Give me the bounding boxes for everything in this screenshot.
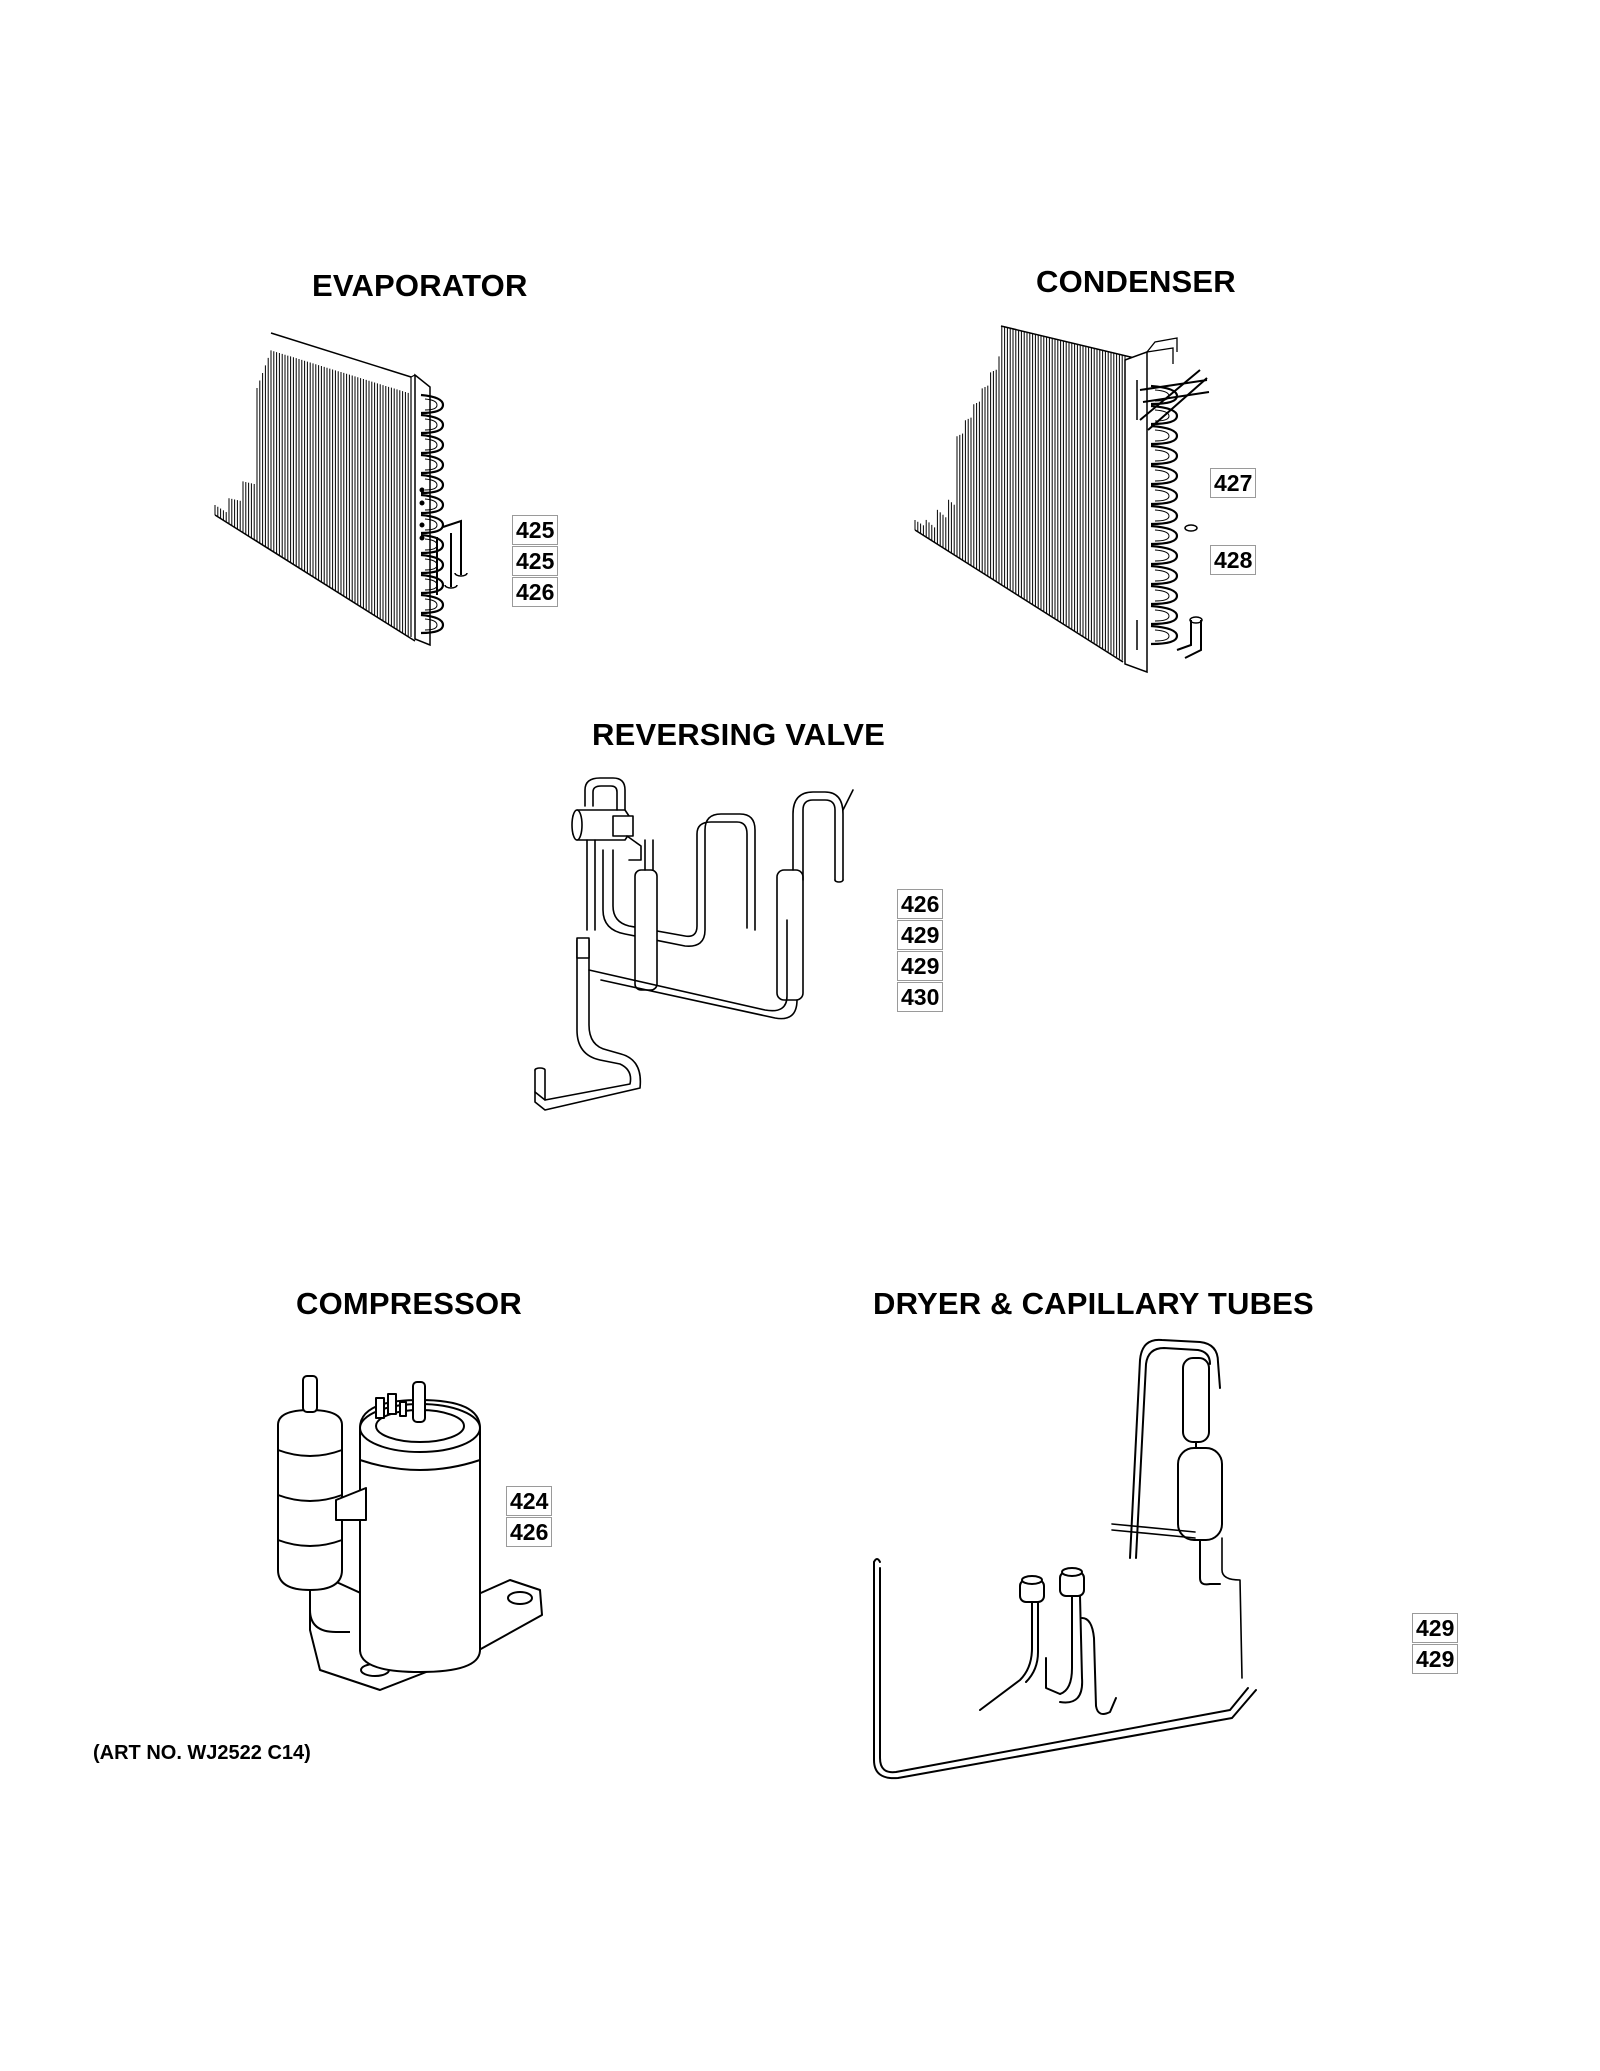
compressor-drawing	[270, 1370, 555, 1695]
callout-427[interactable]: 427	[1210, 468, 1257, 498]
condenser-title: CONDENSER	[1036, 264, 1236, 299]
compressor-title: COMPRESSOR	[296, 1286, 522, 1321]
callout-429[interactable]: 429	[1412, 1613, 1459, 1643]
callout-424[interactable]: 424	[506, 1486, 553, 1516]
dryer-capillary-tubes-drawing	[870, 1318, 1390, 1780]
dryer-capillary-tubes-title: DRYER & CAPILLARY TUBES	[873, 1286, 1314, 1321]
callout-426[interactable]: 426	[506, 1517, 553, 1547]
callout-430[interactable]: 430	[897, 982, 944, 1012]
reversing-valve-title: REVERSING VALVE	[592, 717, 885, 752]
evaporator-callouts: 425 425 426	[512, 515, 559, 607]
condenser-fin-lines	[915, 326, 1125, 662]
compressor-callouts: 424 426	[506, 1486, 553, 1547]
condenser-callouts: 427 428	[1210, 468, 1257, 575]
callout-429[interactable]: 429	[1412, 1644, 1459, 1674]
callout-428[interactable]: 428	[1210, 545, 1257, 575]
callout-425[interactable]: 425	[512, 515, 559, 545]
evaporator-fin-lines	[215, 350, 408, 636]
callout-426[interactable]: 426	[512, 577, 559, 607]
reversing-valve-drawing	[525, 770, 865, 1170]
dryer-capillary-callouts: 429 429	[1412, 1613, 1459, 1674]
evaporator-title: EVAPORATOR	[312, 268, 528, 303]
reversing-valve-callouts: 426 429 429 430	[897, 889, 944, 1012]
callout-426[interactable]: 426	[897, 889, 944, 919]
condenser-drawing	[915, 320, 1215, 675]
callout-425[interactable]: 425	[512, 546, 559, 576]
evaporator-drawing	[215, 325, 505, 645]
callout-429[interactable]: 429	[897, 951, 944, 981]
art-number: (ART NO. WJ2522 C14)	[93, 1742, 311, 1764]
callout-429[interactable]: 429	[897, 920, 944, 950]
